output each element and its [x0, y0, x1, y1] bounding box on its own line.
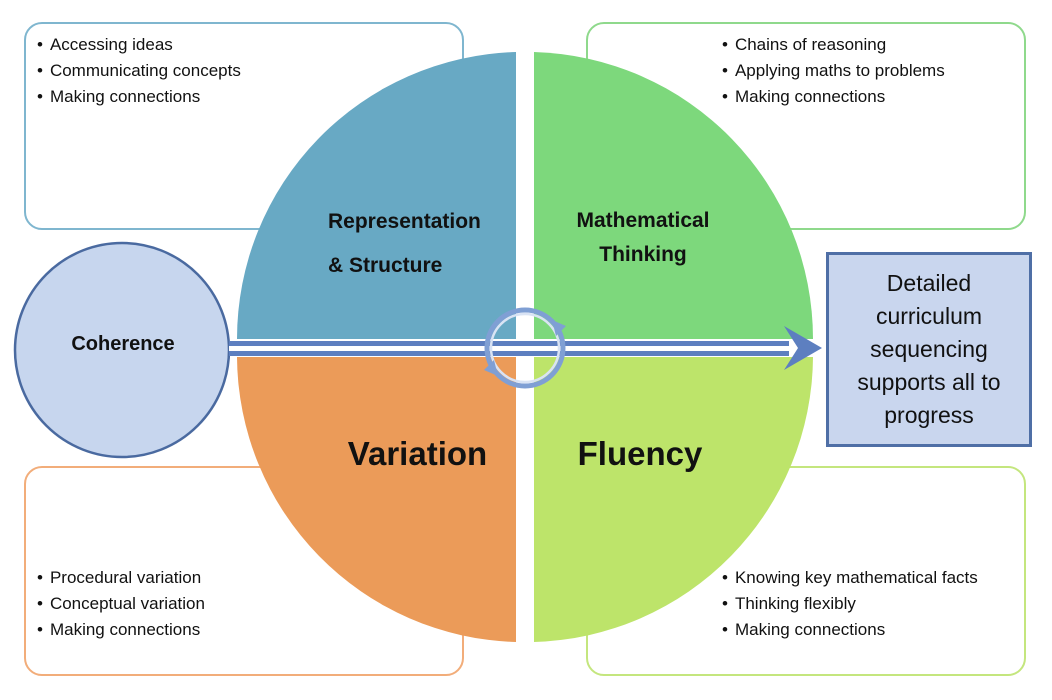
fluency-label: Fluency	[577, 435, 703, 472]
representation-label-line2: & Structure	[328, 254, 443, 277]
outcome-text: Detailed curriculum sequencing supports …	[857, 270, 1001, 428]
mathematical-thinking-label: Mathematical Thinking	[548, 204, 738, 272]
bullet-item: Procedural variation	[37, 565, 205, 591]
bullet-item: Making connections	[37, 617, 205, 643]
bullet-item: Accessing ideas	[37, 32, 241, 58]
bullet-item: Thinking flexibly	[722, 591, 978, 617]
variation-label: Variation	[347, 435, 488, 472]
coherence-label: Coherence	[71, 333, 175, 355]
bullet-item: Knowing key mathematical facts	[722, 565, 978, 591]
bullet-item: Making connections	[722, 84, 945, 110]
mathematical-thinking-bullet-list: Chains of reasoning Applying maths to pr…	[722, 32, 945, 110]
representation-quadrant	[236, 52, 517, 339]
cycle-icon	[484, 307, 566, 389]
bullet-item: Applying maths to problems	[722, 58, 945, 84]
mathematical-label-line1: Mathematical	[576, 209, 710, 232]
mathematical-label-line2: Thinking	[599, 243, 687, 266]
bullet-item: Conceptual variation	[37, 591, 205, 617]
bullet-item: Making connections	[722, 617, 978, 643]
bullet-item: Chains of reasoning	[722, 32, 945, 58]
variation-bullet-list: Procedural variation Conceptual variatio…	[37, 565, 205, 643]
representation-label-line1: Representation	[328, 210, 481, 233]
fluency-quadrant	[534, 357, 813, 642]
bullet-item: Making connections	[37, 84, 241, 110]
bullet-item: Communicating concepts	[37, 58, 241, 84]
variation-quadrant	[237, 357, 516, 642]
arrow-head	[784, 326, 822, 370]
fluency-bullet-list: Knowing key mathematical facts Thinking …	[722, 565, 978, 643]
arrow-shaft-highlight	[229, 346, 789, 351]
representation-bullet-list: Accessing ideas Communicating concepts M…	[37, 32, 241, 110]
representation-structure-label: Representation & Structure	[316, 200, 528, 288]
outcome-box: Detailed curriculum sequencing supports …	[826, 252, 1032, 447]
mathematical-thinking-quadrant	[534, 52, 813, 339]
